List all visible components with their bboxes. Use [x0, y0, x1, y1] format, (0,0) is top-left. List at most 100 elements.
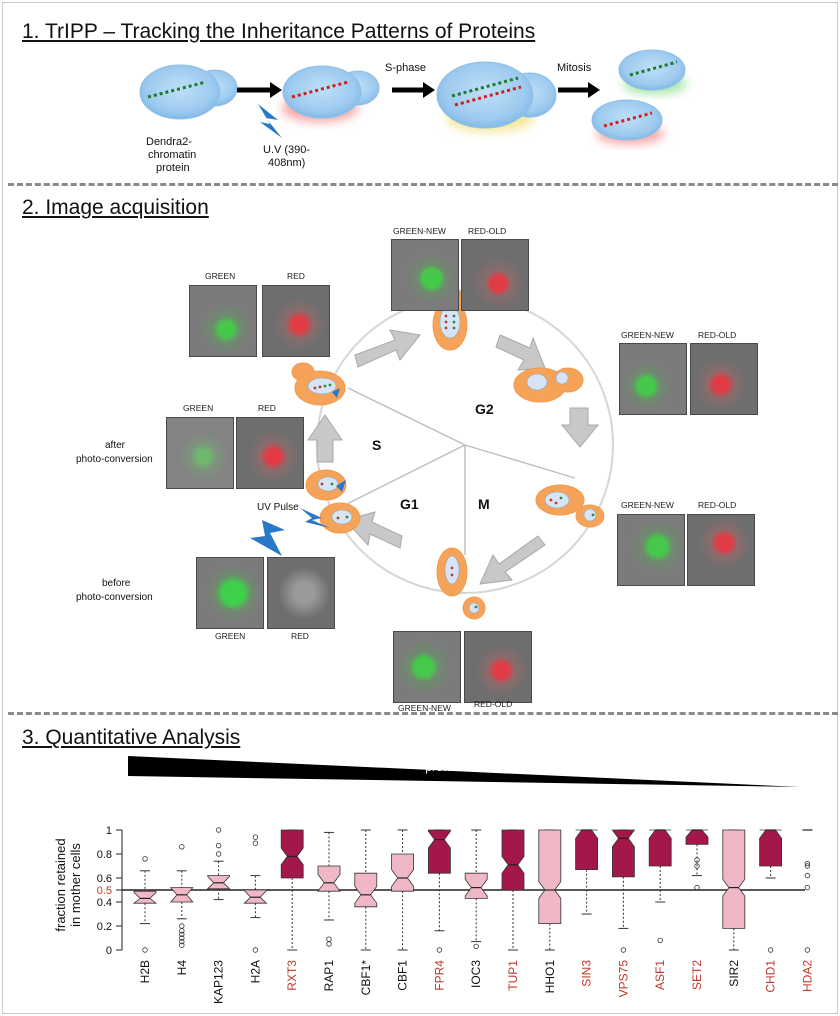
category-label: H4 [175, 960, 189, 976]
cell-daughter-green [618, 49, 687, 94]
m-red-old-label: RED-OLD [698, 500, 737, 510]
ylabel-line-1: fraction retained [53, 838, 68, 931]
uv-pulse-label: UV Pulse [257, 502, 299, 513]
s-green-image [189, 285, 257, 357]
y-tick-label: 1 [106, 825, 112, 837]
outlier-point [804, 872, 811, 879]
cell-replicated [436, 61, 557, 132]
outlier-point [142, 947, 148, 953]
outlier-point [804, 863, 811, 869]
before-red-label: RED [291, 631, 309, 641]
outlier-point [694, 884, 700, 891]
box-asf1: ASF1 [648, 829, 672, 990]
section-1-title: 1. TrIPP – Tracking the Inheritance Patt… [22, 20, 536, 43]
box-chd1: CHD1 [759, 829, 782, 993]
uv-lightning-icon [258, 104, 282, 138]
category-label: CBF1 [396, 960, 410, 991]
g2-green-new-label: GREEN-NEW [621, 330, 674, 340]
outlier-point [179, 938, 185, 945]
box-body [611, 829, 636, 878]
category-label: SIN3 [580, 960, 594, 987]
y-tick-label: 0.4 [97, 897, 112, 909]
phase-m-label: M [478, 496, 490, 512]
g1-green-new-label: GREEN-NEW [398, 703, 451, 713]
mitosis-label: Mitosis [557, 62, 592, 74]
y-tick-label: 0 [106, 945, 112, 957]
category-label: CBF1* [359, 960, 373, 996]
y-tick-label: 0.5 [97, 885, 112, 897]
m-green-image [617, 514, 685, 586]
phase-s-label: S [372, 437, 382, 453]
top-red-old-label: RED-OLD [468, 226, 507, 236]
uv-bolt-icon [250, 520, 285, 556]
box-body [206, 875, 231, 890]
box-h2a: H2A [243, 834, 268, 983]
m-green-new-label: GREEN-NEW [621, 500, 674, 510]
y-tick-label: 0.8 [97, 849, 112, 861]
uv-label-2: 408nm) [268, 157, 306, 169]
category-label: IOC3 [469, 960, 483, 988]
after-label-2: photo-conversion [76, 454, 153, 465]
arrow-sphase [392, 82, 435, 98]
protein-label-2: chromatin [148, 149, 197, 161]
outlier-point [804, 884, 811, 891]
abundance-label: protein abundance [425, 760, 525, 774]
g2-red-old-label: RED-OLD [698, 330, 737, 340]
outlier-point [215, 851, 222, 857]
cycle-nuclei [307, 305, 597, 614]
box-sin3: SIN3 [575, 829, 598, 987]
tripp-schematic [139, 49, 687, 144]
category-label: FPR4 [432, 960, 446, 991]
box-body [501, 829, 525, 891]
g1-green-image [393, 631, 461, 703]
after-green-image [166, 417, 234, 489]
outlier-point [142, 856, 148, 862]
g1-red-image [464, 631, 532, 703]
outlier-point [179, 931, 185, 938]
category-label: ASF1 [653, 960, 667, 990]
outlier-point [326, 941, 332, 947]
abundance-wedge [128, 756, 800, 787]
box-body [132, 890, 158, 904]
box-sir2: SIR2 [722, 829, 746, 987]
box-body [354, 872, 378, 908]
after-red-image [236, 417, 304, 489]
outlier-point [326, 936, 332, 942]
box-hda2: HDA2 [800, 829, 814, 992]
category-label: H2A [248, 960, 262, 983]
divider-1 [8, 183, 838, 186]
outlier-point [804, 947, 811, 953]
category-label: TUP1 [506, 960, 520, 991]
after-red-label: RED [258, 403, 276, 413]
top-red-image [461, 239, 529, 311]
box-hho1: HHO1 [538, 829, 562, 994]
protein-label-3: protein [156, 162, 190, 174]
box-set2: SET2 [685, 829, 709, 990]
box-body [538, 829, 562, 924]
outlier-point [179, 942, 185, 948]
outlier-point [179, 935, 185, 941]
category-label: H2B [138, 960, 152, 983]
arrow-uv [237, 82, 282, 98]
box-h2b: H2B [132, 856, 158, 983]
box-cbf1: CBF1 [391, 829, 414, 991]
box-rap1: RAP1 [317, 831, 341, 991]
outlier-point [473, 943, 479, 950]
outlier-point [252, 840, 259, 846]
box-body [722, 829, 746, 929]
m-red-image [687, 514, 755, 586]
top-green-new-label: GREEN-NEW [393, 226, 446, 236]
section-3-title: 3. Quantitative Analysis [22, 726, 241, 749]
top-green-image [391, 239, 459, 311]
category-label: HHO1 [543, 960, 557, 994]
uv-label-1: U.V (390- [263, 144, 311, 156]
after-green-label: GREEN [183, 403, 214, 413]
category-label: CHD1 [764, 960, 778, 993]
category-label: SIR2 [727, 960, 741, 987]
category-label: HDA2 [800, 960, 814, 992]
category-label: SET2 [690, 960, 704, 990]
outlier-point [694, 857, 700, 863]
